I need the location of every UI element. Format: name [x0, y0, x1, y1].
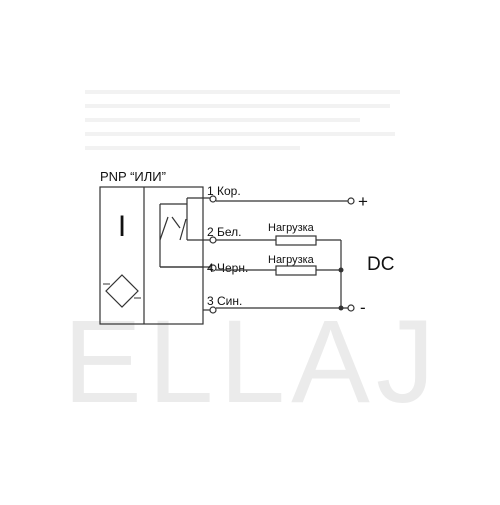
inductive-sensor-icon [103, 274, 141, 308]
terminal-4-connector [209, 264, 217, 272]
terminal-3-label: 3 Син. [207, 294, 242, 308]
load-resistor-1 [275, 235, 317, 246]
external-wires [216, 200, 348, 309]
junction-dot [338, 305, 344, 311]
terminal-2-label: 2 Бел. [207, 225, 242, 239]
sensor-body [99, 186, 204, 325]
terminal-1-connector [209, 195, 217, 203]
supply-minus-connector [347, 304, 355, 312]
supply-minus-label: - [360, 298, 366, 317]
supply-plus-label: + [358, 192, 368, 211]
load-resistor-2 [275, 265, 317, 276]
diagram-title: PNP “ИЛИ” [100, 169, 166, 184]
sensor-symbol: I [118, 210, 126, 243]
background-ghost-lines [85, 90, 400, 150]
terminal-3-connector [209, 306, 217, 314]
terminal-4-label: 4 Черн. [207, 261, 248, 275]
junction-dot [338, 267, 344, 273]
supply-plus-connector [347, 197, 355, 205]
watermark: ELLAJ [63, 296, 441, 428]
load-label-2: Нагрузка [268, 254, 315, 266]
dc-label: DC [367, 254, 394, 275]
terminal-1-label: 1 Кор. [207, 184, 241, 198]
switch-contacts [159, 197, 210, 311]
load-label-1: Нагрузка [268, 222, 315, 234]
